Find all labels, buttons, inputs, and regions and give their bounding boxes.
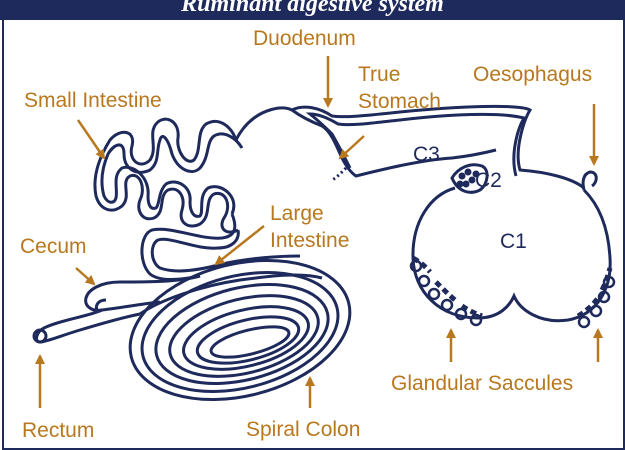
oesophagus-label: Oesophagus [473,63,592,86]
large-intestine-label-line2: Intestine [270,229,349,252]
cecum-label: Cecum [20,235,87,258]
glandular-saccules-label: Glandular Saccules [391,372,573,395]
small-intestine-coils [95,119,242,279]
small-intestine-label: Small Intestine [24,89,162,112]
duodenum-label: Duodenum [253,27,356,50]
true-stomach-arrow [340,136,364,158]
reticulum-c2-label: C2 [475,169,502,192]
glandular-saccules-bumps [411,261,614,327]
stomach-and-duodenum-tube [236,106,584,188]
rectum-label: Rectum [22,419,94,442]
large-intestine-label-line1: Large [270,202,324,225]
true-stomach-label-line1: True [358,63,400,86]
oesophagus-tube [583,172,596,190]
cecum-arrow [76,268,94,284]
small-intestine-arrow [78,120,104,158]
spiral-colon-label: Spiral Colon [246,418,360,441]
omasum-c3-label: C3 [413,143,440,166]
rumen-c1-label: C1 [500,230,527,253]
spiral-colon [115,239,364,421]
true-stomach-label-line2: Stomach [358,90,441,113]
